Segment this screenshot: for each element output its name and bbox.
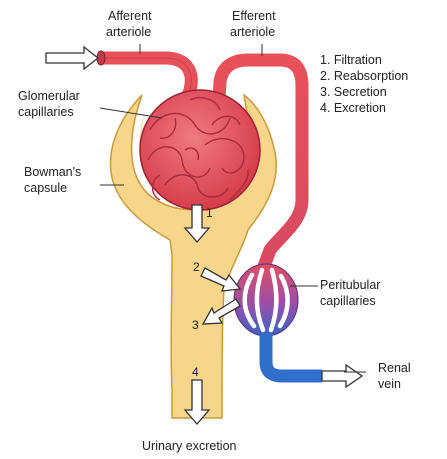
legend-item-excretion: 4. Excretion: [320, 101, 386, 115]
legend-item-filtration: 1. Filtration: [320, 53, 382, 67]
inflow-arrow: [45, 45, 100, 71]
peritubular-capillaries: [233, 263, 299, 337]
renal-vein: [259, 334, 322, 383]
efferent-label-1: Efferent: [232, 9, 276, 23]
renal-outflow-arrow: [321, 363, 364, 389]
step-2: 2: [193, 260, 200, 274]
efferent-arteriole: [211, 53, 309, 275]
peritubular-label-2: capillaries: [320, 294, 376, 308]
bowmans-label-1: Bowman's: [24, 165, 81, 179]
step-1: 1: [206, 206, 213, 220]
step-3: 3: [192, 318, 199, 332]
afferent-label-1: Afferent: [108, 9, 152, 23]
secretion-arrow: [201, 298, 241, 325]
step-4: 4: [192, 365, 199, 379]
renal-label-1: Renal: [378, 361, 411, 375]
glomerular-label-1: Glomerular: [18, 89, 80, 103]
glomerular-label-2: capillaries: [18, 105, 74, 119]
excretion-arrow: [183, 379, 211, 425]
filtration-arrow: [183, 204, 211, 243]
legend-item-secretion: 3. Secretion: [320, 85, 387, 99]
leader-lines: [99, 44, 366, 373]
reabsorption-arrow: [200, 267, 242, 292]
afferent-label-2: arteriole: [106, 25, 151, 39]
peritubular-label-1: Peritubular: [320, 278, 380, 292]
renal-label-2: vein: [378, 377, 401, 391]
urinary-excretion-label: Urinary excretion: [142, 439, 237, 453]
process-legend: 1. Filtration 2. Reabsorption 3. Secreti…: [320, 53, 408, 115]
legend-item-reabsorption: 2. Reabsorption: [320, 69, 408, 83]
efferent-label-2: arteriole: [230, 25, 275, 39]
bowmans-label-2: capsule: [24, 181, 67, 195]
